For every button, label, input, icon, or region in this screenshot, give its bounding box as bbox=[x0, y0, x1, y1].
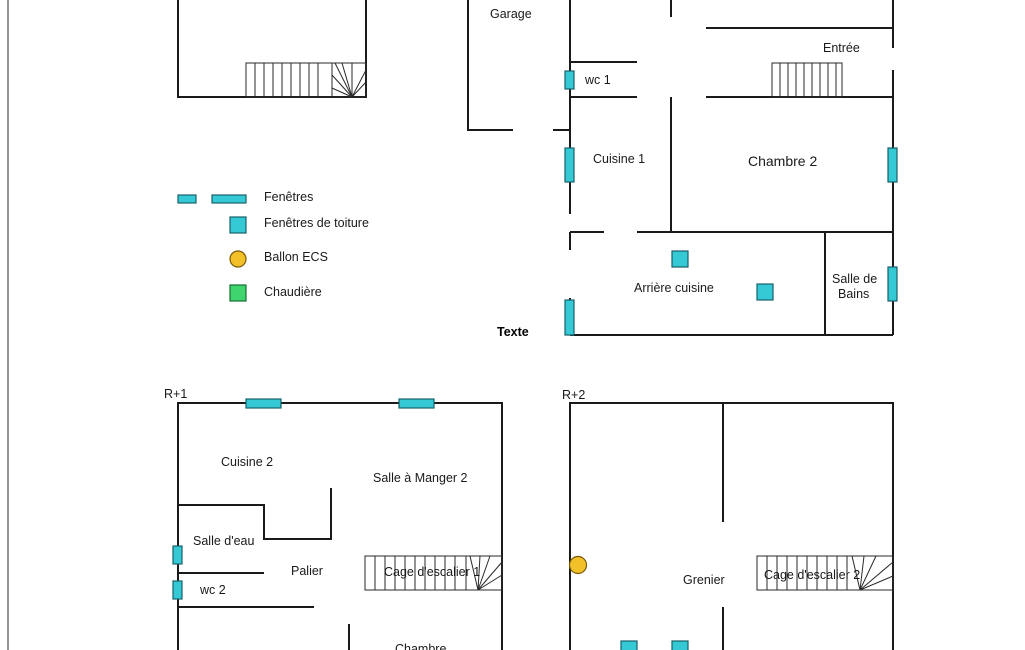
room-cage-escalier-2: Cage d'escalier 2 bbox=[764, 568, 860, 582]
window-r1-top-1 bbox=[245, 398, 282, 409]
window-wc2 bbox=[172, 580, 183, 600]
legend-water-heater-label: Ballon ECS bbox=[264, 250, 328, 264]
room-chambre2: Chambre 2 bbox=[748, 153, 817, 169]
legend-window-small-swatch bbox=[177, 194, 197, 204]
ground-floor-plan: Garage bbox=[467, 0, 898, 336]
room-salle-de-bains-line2: Bains bbox=[838, 287, 869, 301]
room-palier: Palier bbox=[291, 564, 323, 578]
room-chambre-r1: Chambre bbox=[395, 642, 446, 650]
level-r2-title: R+2 bbox=[562, 388, 585, 402]
room-salle-a-manger2: Salle à Manger 2 bbox=[373, 471, 468, 485]
window-r1-top-2 bbox=[398, 398, 435, 409]
room-salle-de-bains-line1: Salle de bbox=[832, 272, 877, 286]
water-heater-r2 bbox=[568, 555, 588, 575]
legend: Fenêtres Fenêtres de toiture Ballon ECS … bbox=[177, 190, 369, 302]
stairs-r2 bbox=[756, 555, 894, 591]
legend-boiler-swatch bbox=[229, 284, 247, 302]
room-arriere-cuisine: Arrière cuisine bbox=[634, 281, 714, 295]
legend-water-heater-swatch bbox=[229, 250, 247, 268]
r2-floor-plan: R+2 Grenier bbox=[562, 388, 894, 650]
legend-window-large-swatch bbox=[211, 194, 247, 204]
legend-roof-window-swatch bbox=[229, 216, 247, 234]
room-cage-escalier-1: Cage d'escalier 1 bbox=[384, 565, 480, 579]
r1-floor-plan: R+1 bbox=[164, 387, 503, 650]
room-garage: Garage bbox=[490, 7, 532, 21]
roof-window-arriere-cuisine-1 bbox=[671, 250, 689, 268]
window-chambre2 bbox=[887, 147, 898, 183]
roof-window-r2-2 bbox=[671, 640, 689, 650]
stairs-top-left bbox=[245, 62, 367, 98]
caption-text: Texte bbox=[497, 325, 529, 339]
roof-window-arriere-cuisine-2 bbox=[756, 283, 774, 301]
window-salle-deau bbox=[172, 545, 183, 565]
stairs-r1 bbox=[364, 555, 503, 591]
top-left-room bbox=[177, 0, 367, 98]
level-r1-title: R+1 bbox=[164, 387, 187, 401]
window-arriere-cuisine bbox=[564, 299, 575, 336]
room-cuisine2: Cuisine 2 bbox=[221, 455, 273, 469]
legend-windows-label: Fenêtres bbox=[264, 190, 313, 204]
legend-roof-windows-label: Fenêtres de toiture bbox=[264, 216, 369, 230]
legend-boiler-label: Chaudière bbox=[264, 285, 322, 299]
window-salle-de-bains bbox=[887, 266, 898, 302]
room-salle-deau: Salle d'eau bbox=[193, 534, 255, 548]
room-wc2: wc 2 bbox=[199, 583, 226, 597]
stairs-entree bbox=[771, 62, 843, 98]
room-grenier: Grenier bbox=[683, 573, 725, 587]
window-cuisine1 bbox=[564, 147, 575, 183]
window-wc1 bbox=[564, 70, 575, 90]
room-wc1: wc 1 bbox=[584, 73, 611, 87]
room-cuisine1: Cuisine 1 bbox=[593, 152, 645, 166]
room-entree: Entrée bbox=[823, 41, 860, 55]
roof-window-r2-1 bbox=[620, 640, 638, 650]
